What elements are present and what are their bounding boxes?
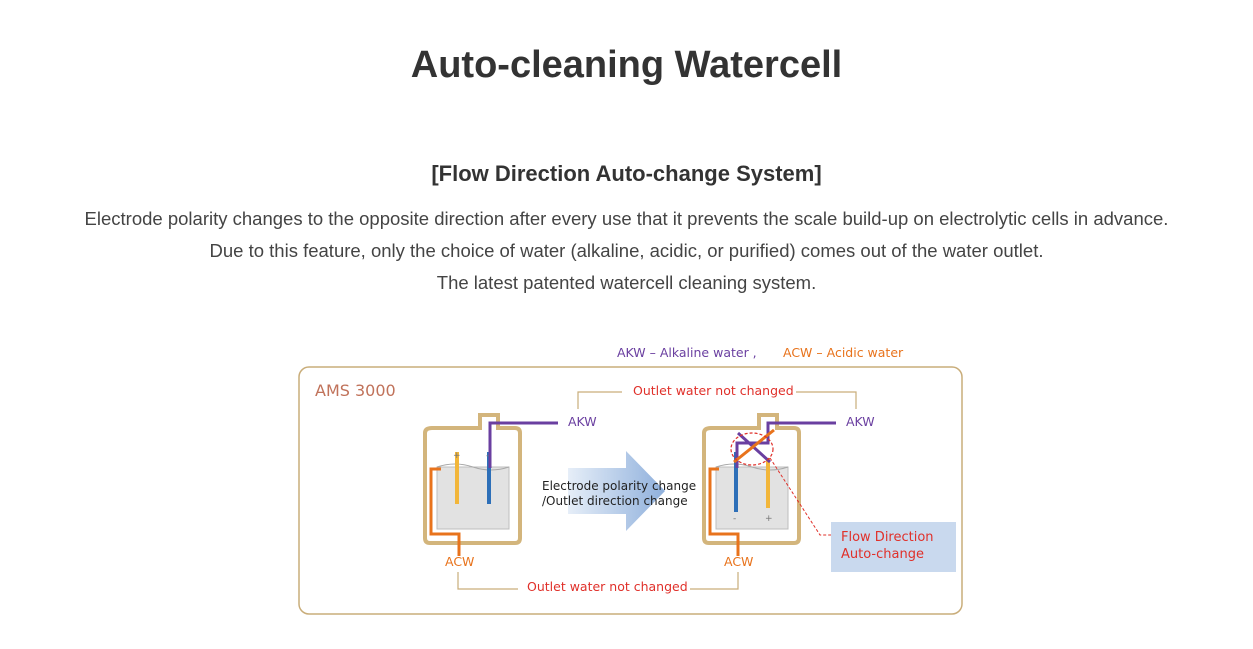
description-line-2: Due to this feature, only the choice of … <box>209 240 1044 261</box>
flow-change-marker <box>730 432 774 466</box>
outlet-top-label: Outlet water not changed <box>633 383 794 398</box>
outlet-bottom-label: Outlet water not changed <box>527 579 688 594</box>
legend-acw: ACW – Acidic water <box>783 345 904 360</box>
bottom-bracket <box>457 572 739 590</box>
right-minus-sign: - <box>733 514 736 524</box>
right-watercell: - + <box>702 413 836 556</box>
right-plus-sign: + <box>765 514 773 524</box>
arrow-label-line-2: /Outlet direction change <box>542 494 688 508</box>
change-arrow <box>568 451 665 531</box>
left-plus-sign: + <box>453 451 461 461</box>
left-watercell: + - <box>423 413 558 556</box>
flow-direction-box <box>831 522 956 572</box>
left-akw-pipe <box>488 421 558 468</box>
left-acw-pipe <box>429 467 461 556</box>
left-minus-sign: - <box>486 451 489 461</box>
right-akw-pipe <box>735 421 836 468</box>
akw-right-label: AKW <box>846 414 875 429</box>
flow-change-pointer <box>769 457 832 536</box>
arrow-label-line-1: Electrode polarity change <box>542 479 696 493</box>
legend-akw: AKW – Alkaline water , <box>617 345 757 360</box>
akw-left-label: AKW <box>568 414 597 429</box>
acw-left-label: ACW <box>445 554 474 569</box>
top-bracket <box>577 391 857 409</box>
section-subtitle: [Flow Direction Auto-change System] <box>431 161 822 186</box>
flow-direction-line-1: Flow Direction <box>841 530 934 545</box>
acw-right-label: ACW <box>724 554 753 569</box>
right-acw-pipe <box>708 467 740 556</box>
flow-direction-line-2: Auto-change <box>841 547 924 562</box>
description-line-1: Electrode polarity changes to the opposi… <box>84 208 1169 229</box>
description-line-3: The latest patented watercell cleaning s… <box>436 272 817 293</box>
right-acw-cross-pipe <box>733 428 775 464</box>
model-label: AMS 3000 <box>315 381 396 400</box>
page-title: Auto-cleaning Watercell <box>410 44 843 86</box>
